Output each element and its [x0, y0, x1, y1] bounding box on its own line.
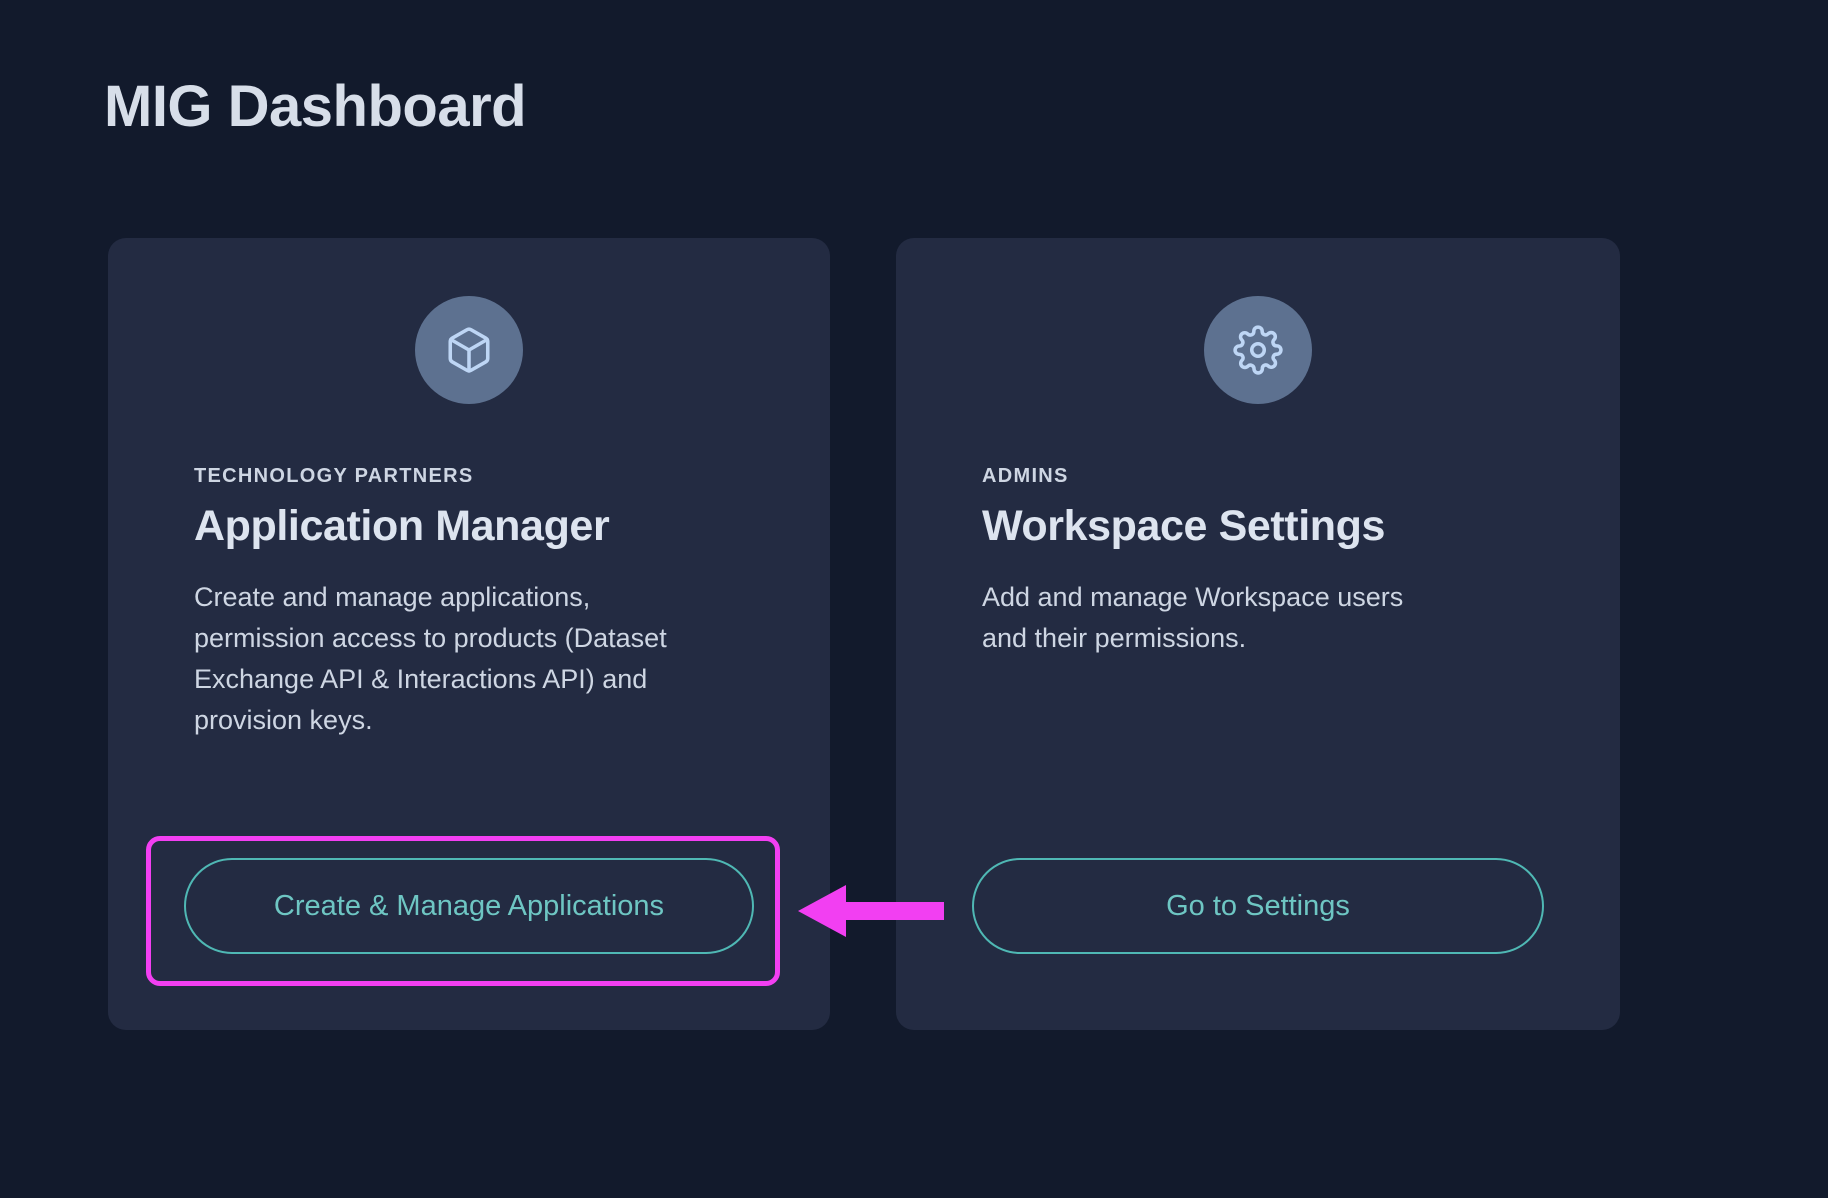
- go-to-settings-button[interactable]: Go to Settings: [972, 858, 1544, 954]
- card-workspace-settings[interactable]: ADMINS Workspace Settings Add and manage…: [896, 238, 1620, 1030]
- card-action-area: Create & Manage Applications: [184, 858, 754, 954]
- card-action-area: Go to Settings: [972, 858, 1544, 954]
- card-text-block: ADMINS Workspace Settings Add and manage…: [982, 464, 1558, 659]
- create-manage-applications-button[interactable]: Create & Manage Applications: [184, 858, 754, 954]
- card-text-block: TECHNOLOGY PARTNERS Application Manager …: [194, 464, 768, 741]
- card-eyebrow: TECHNOLOGY PARTNERS: [194, 465, 474, 487]
- page-title: MIG Dashboard: [104, 74, 527, 139]
- card-icon-area: [108, 296, 830, 404]
- card-description: Add and manage Workspace users and their…: [982, 582, 1404, 654]
- cube-icon: [448, 327, 490, 373]
- card-description: Create and manage applications, permissi…: [194, 582, 667, 736]
- card-heading: Application Manager: [194, 502, 610, 550]
- icon-circle: [415, 296, 523, 404]
- card-application-manager[interactable]: TECHNOLOGY PARTNERS Application Manager …: [108, 238, 830, 1030]
- icon-circle: [1204, 296, 1312, 404]
- card-heading: Workspace Settings: [982, 502, 1386, 550]
- card-eyebrow: ADMINS: [982, 465, 1069, 487]
- gear-icon: [1233, 325, 1283, 375]
- card-icon-area: [896, 296, 1620, 404]
